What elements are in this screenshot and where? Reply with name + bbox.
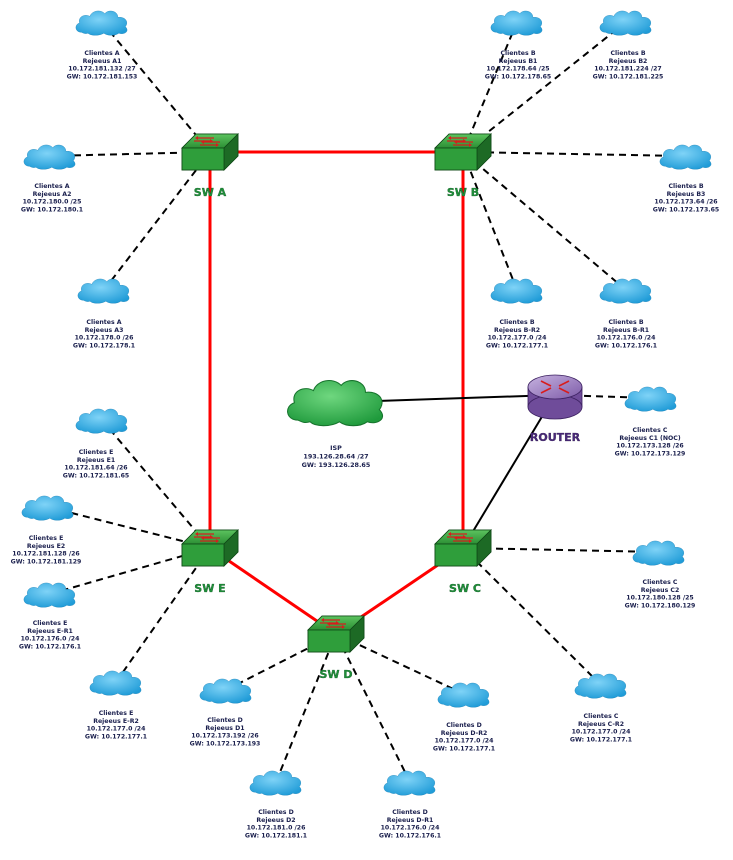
switch-label-sw-b: SW B xyxy=(447,186,479,199)
cloud-icon xyxy=(249,770,302,796)
access-link-e_r2 xyxy=(115,547,211,683)
cloud-icon xyxy=(75,10,128,36)
cloud-icon xyxy=(383,770,436,796)
switch-icon[interactable] xyxy=(181,529,239,567)
access-link-c2 xyxy=(462,547,660,553)
cloud-icon xyxy=(75,408,128,434)
cloud-icon xyxy=(659,144,712,170)
cloud-icon xyxy=(23,144,76,170)
cloud-icon xyxy=(632,540,685,566)
access-link-b2 xyxy=(462,21,627,153)
access-link-b_r1 xyxy=(462,151,627,291)
cloud-icon xyxy=(21,495,74,521)
switch-label-sw-a: SW A xyxy=(194,186,227,199)
uplink-isp-router xyxy=(375,394,556,402)
access-link-a3 xyxy=(103,151,211,291)
cloud-icon xyxy=(199,678,252,704)
access-link-e1 xyxy=(101,419,211,549)
access-link-e2 xyxy=(47,506,211,549)
router-icon[interactable] xyxy=(527,374,583,420)
switch-icon[interactable] xyxy=(434,133,492,171)
cloud-icon xyxy=(437,682,490,708)
cloud-icon xyxy=(77,278,130,304)
access-link-b1 xyxy=(462,21,518,153)
cloud-icon xyxy=(624,386,677,412)
clouds-layer xyxy=(21,10,712,796)
router-label: ROUTER xyxy=(530,431,581,444)
access-link-d2 xyxy=(275,633,337,783)
access-link-c_r2 xyxy=(462,547,602,686)
switch-label-sw-d: SW D xyxy=(319,668,352,681)
switch-label-sw-e: SW E xyxy=(194,582,225,595)
uplink-router-sw-c xyxy=(462,394,556,549)
isp-cloud-icon xyxy=(286,379,384,427)
core-link-sw_e-sw_d xyxy=(209,546,337,636)
switch-icon[interactable] xyxy=(181,133,239,171)
cloud-icon xyxy=(23,582,76,608)
cloud-icon xyxy=(490,278,543,304)
devices-layer xyxy=(181,133,583,653)
cloud-icon xyxy=(599,10,652,36)
access-link-b3 xyxy=(462,151,687,157)
access-link-d_r1 xyxy=(335,633,411,783)
access-link-a1 xyxy=(101,21,211,153)
switch-icon[interactable] xyxy=(434,529,492,567)
cloud-icon xyxy=(490,10,543,36)
switch-label-sw-c: SW C xyxy=(449,582,481,595)
cloud-icon xyxy=(574,673,627,699)
switch-icon[interactable] xyxy=(307,615,365,653)
access-link-b_r2 xyxy=(462,151,518,291)
cloud-icon xyxy=(599,278,652,304)
cloud-icon xyxy=(89,670,142,696)
